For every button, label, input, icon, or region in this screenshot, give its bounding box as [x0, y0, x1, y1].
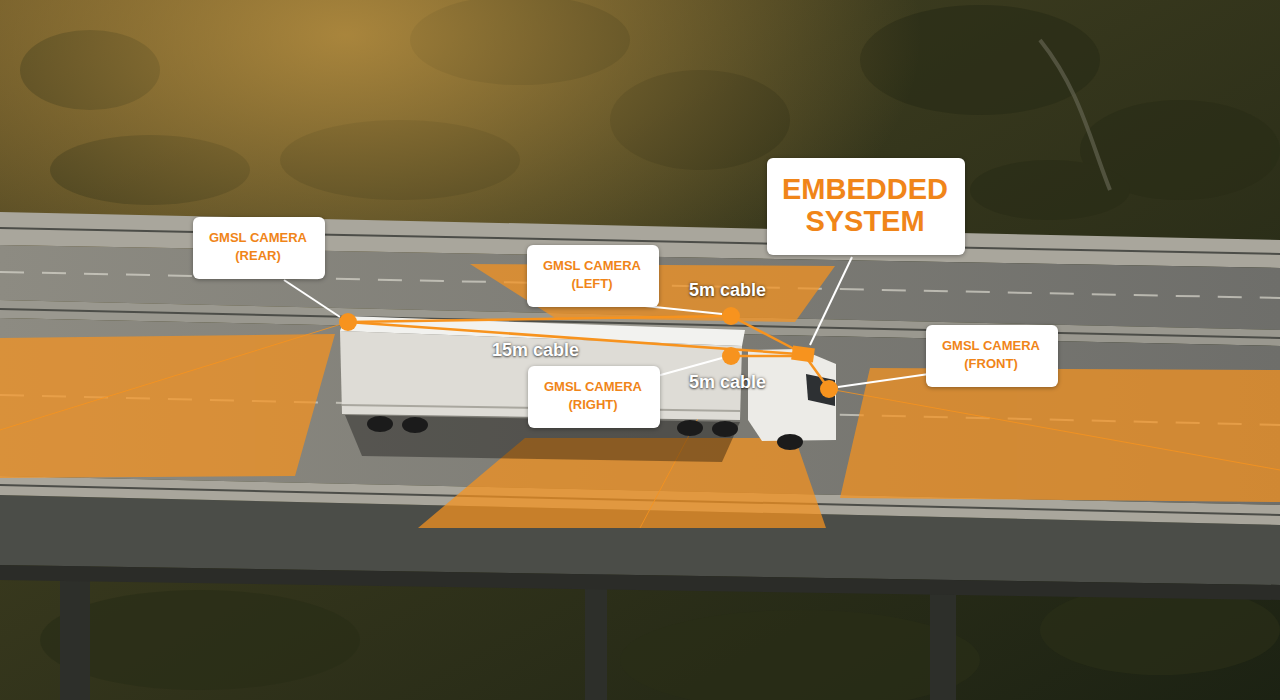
wheel	[367, 416, 393, 432]
bridge-underside	[0, 565, 1280, 600]
callout-box: GMSL CAMERA (RIGHT)	[528, 366, 660, 428]
callout-text: GMSL CAMERA (LEFT)	[539, 257, 645, 292]
wheel	[712, 421, 738, 437]
callout-text: GMSL CAMERA (REAR)	[205, 229, 311, 264]
forest-road	[1040, 40, 1110, 190]
callout-box: EMBEDDED SYSTEM	[767, 158, 965, 255]
leader-line	[810, 257, 852, 345]
view-lines	[0, 322, 1280, 528]
camera-dot	[722, 307, 740, 325]
callout-box: GMSL CAMERA (LEFT)	[527, 245, 659, 307]
view-line	[829, 389, 1280, 470]
leader-line	[645, 306, 722, 314]
camera-dot	[722, 347, 740, 365]
callout-box: GMSL CAMERA (REAR)	[193, 217, 325, 279]
cable-length-label: 5m cable	[689, 372, 766, 393]
leader-line	[838, 374, 929, 387]
leader-line	[284, 280, 340, 317]
camera-dot	[820, 380, 838, 398]
view-line	[0, 322, 348, 430]
cable-length-label: 15m cable	[492, 340, 579, 361]
embedded-module	[791, 346, 815, 363]
wheel	[402, 417, 428, 433]
callout-box: GMSL CAMERA (FRONT)	[926, 325, 1058, 387]
cable-length-label: 5m cable	[689, 280, 766, 301]
cable-rear-upper	[348, 316, 731, 322]
callout-text: EMBEDDED SYSTEM	[777, 173, 953, 238]
front-coverage	[840, 368, 1280, 502]
camera-dot	[339, 313, 357, 331]
callout-text: GMSL CAMERA (RIGHT)	[540, 378, 646, 413]
wheel	[777, 434, 803, 450]
cable-left	[731, 316, 800, 352]
wheel	[677, 420, 703, 436]
callout-text: GMSL CAMERA (FRONT)	[938, 337, 1044, 372]
cable-right	[731, 355, 795, 358]
rear-coverage	[0, 334, 335, 478]
